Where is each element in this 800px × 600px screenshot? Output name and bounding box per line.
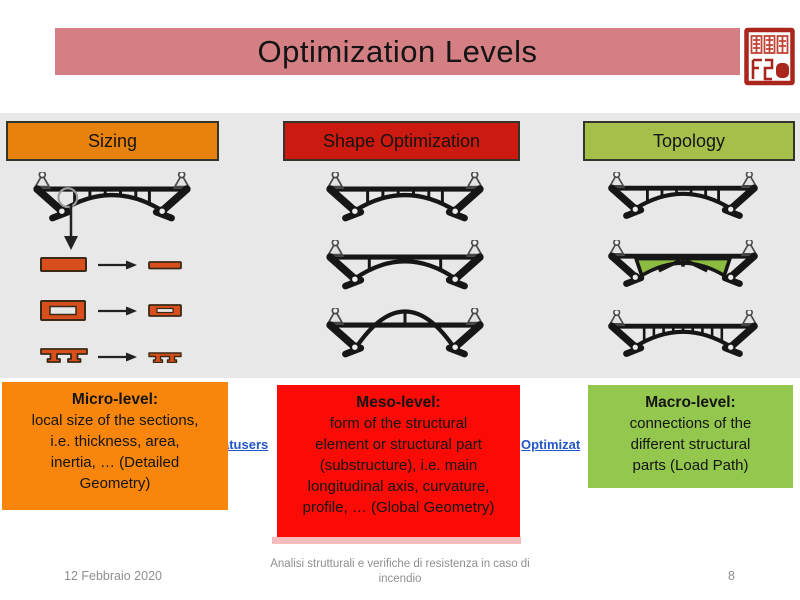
high-arch-bridge-icon xyxy=(325,308,485,366)
truss-arch-bridge-icon xyxy=(325,172,485,230)
title-bar: Optimization Levels xyxy=(55,28,740,75)
solid-rect-section-small-icon xyxy=(148,261,182,270)
smooth-arch-bridge-icon xyxy=(325,240,485,298)
right-arrow-icon xyxy=(98,260,137,270)
micro-level-box: Micro-level: local size of the sections,… xyxy=(2,382,228,510)
micro-level-body: local size of the sections, i.e. thickne… xyxy=(31,412,199,492)
hollow-rect-section-small-icon xyxy=(148,304,182,317)
macro-level-box: Macro-level: connections of the differen… xyxy=(588,385,793,488)
right-arrow-icon xyxy=(98,352,137,362)
meso-level-title: Meso-level: xyxy=(356,394,441,411)
footer-subject: Analisi strutturali e verifiche di resis… xyxy=(270,558,530,585)
right-arrow-icon xyxy=(98,306,137,316)
meso-level-body: form of the structural element or struct… xyxy=(302,415,495,516)
slide-title: Optimization Levels xyxy=(257,34,538,69)
column-header-shape-optimization: Shape Optimization xyxy=(283,121,520,161)
double-t-section-large-icon xyxy=(40,348,88,363)
truss-arch-bridge-icon xyxy=(607,172,759,227)
green-web-bridge-icon xyxy=(607,240,759,295)
dense-truss-bridge-icon xyxy=(607,310,759,365)
hyperlink-fragment-right[interactable]: Optimizat xyxy=(521,437,581,452)
footer-date: 12 Febbraio 2020 xyxy=(64,569,162,583)
meso-box-shadow xyxy=(272,537,521,544)
footer-page-number: 8 xyxy=(728,569,735,583)
macro-level-title: Macro-level: xyxy=(645,394,736,411)
hollow-rect-section-large-icon xyxy=(40,300,86,321)
seal-stamp-icon xyxy=(744,27,795,86)
solid-rect-section-large-icon xyxy=(40,257,87,272)
highlight-circle xyxy=(57,187,79,209)
micro-level-title: Micro-level: xyxy=(71,391,159,408)
double-t-section-small-icon xyxy=(148,352,182,363)
down-arrow-icon xyxy=(64,205,78,250)
meso-level-box: Meso-level: form of the structural eleme… xyxy=(277,385,520,537)
column-header-sizing: Sizing xyxy=(6,121,219,161)
macro-level-body: connections of the different structural … xyxy=(629,415,752,474)
hyperlink-fragment-left[interactable]: atusers xyxy=(222,437,269,452)
column-header-topology: Topology xyxy=(583,121,795,161)
truss-arch-bridge-icon xyxy=(32,172,192,230)
